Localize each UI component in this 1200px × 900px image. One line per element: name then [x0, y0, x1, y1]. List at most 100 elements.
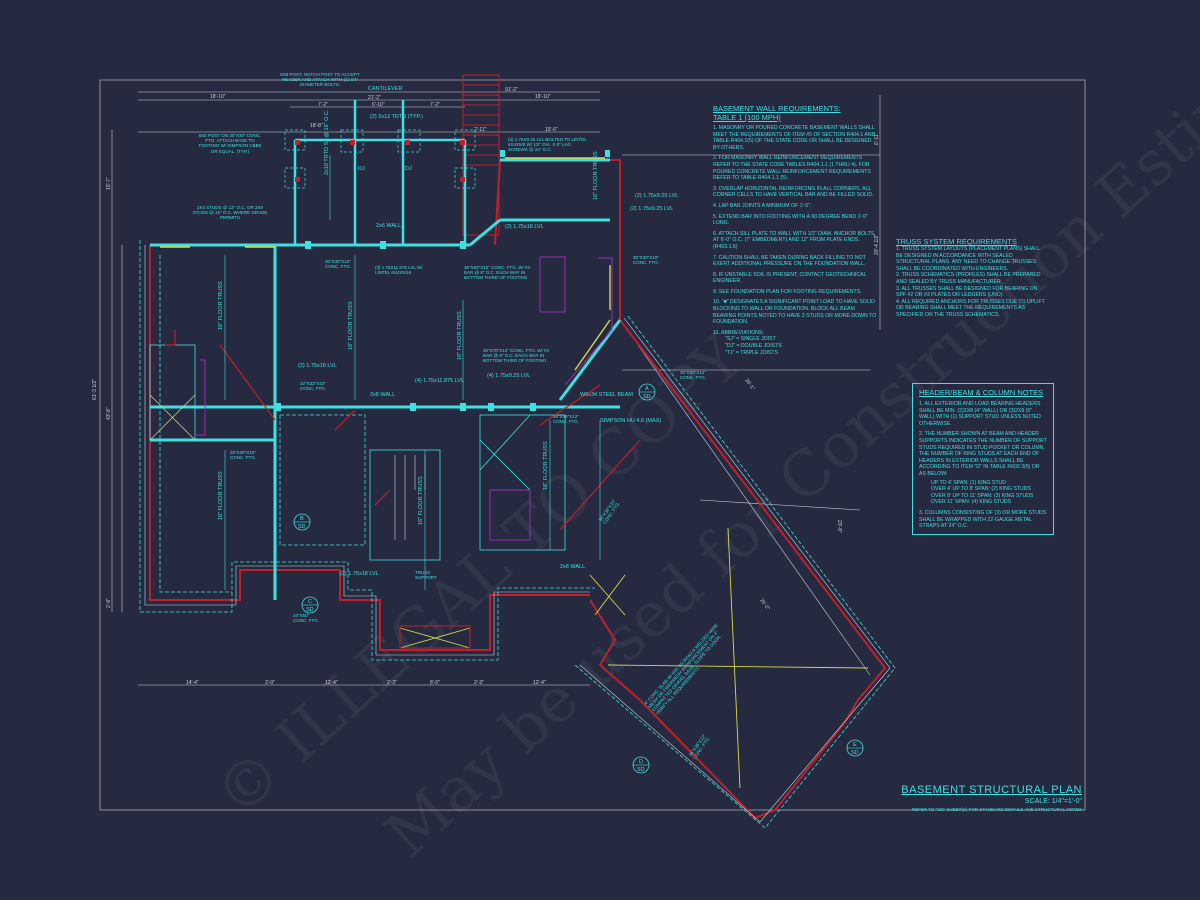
note-bullet: OVER 4' UP TO 8' SPAN: (2) KING STUDS — [931, 486, 1031, 493]
notes-heading: HEADER/BEAM & COLUMN NOTES — [919, 388, 1044, 397]
truss-span-arrows — [224, 155, 601, 590]
note-item: 8. IF UNSTABLE SOIL IS PRESENT, CONTACT … — [713, 271, 867, 285]
dimension-label: 6'-10" — [372, 102, 385, 108]
footing-outlines — [139, 240, 896, 829]
dimension-label: 14'-4" — [186, 680, 199, 686]
headers-yellow — [160, 157, 611, 371]
note-item: 2. TRUSS SCHEMATICS (PROFILES) SHALL BE … — [896, 272, 1041, 285]
dimension-label: 7'-2" — [318, 102, 328, 108]
callout: 24"x50" CONC. FTG. — [293, 613, 319, 623]
callout: (2) 1.75x9.25 LVL — [635, 193, 678, 199]
garage-slab-lines — [399, 527, 869, 789]
dimension-label: 7'-2" — [430, 102, 440, 108]
callout: (3) 1.75x9.25 LVL BOLTED TO LINTEL 6x4x5… — [508, 137, 587, 153]
dimension-label: 15'-6" — [545, 127, 558, 133]
callout: 36"x36"x12" CONC. FTG. — [687, 733, 711, 761]
dimension-label: 20'-4 1/2" — [874, 234, 880, 255]
dimension-label: 2'-3" — [387, 680, 397, 686]
dimension-label: 12'-4" — [325, 680, 338, 686]
callout: (4) 1.75x9.25 LVL — [487, 373, 530, 379]
drawing-title: BASEMENT STRUCTURAL PLAN — [901, 784, 1082, 796]
dimension-label: 2'-3" — [474, 680, 484, 686]
fixtures — [195, 256, 613, 541]
callout: 30"x30"x10" CONC. FTG. — [325, 259, 351, 269]
truss-label: 16" FLOOR TRUSS — [457, 311, 463, 360]
callout: 2x4 STUDS @ 12" O.C. OR 2x6 STUDS @ 16" … — [192, 205, 268, 221]
point-loads — [275, 150, 610, 411]
note-bullet: UP TO 4' SPAN: (1) KING STUD — [931, 479, 1006, 486]
section-sheet: SD — [637, 767, 645, 773]
dimension-label: 12'-4" — [533, 680, 546, 686]
section-sheet: SD — [306, 607, 314, 613]
section-sheet: SD — [298, 524, 306, 530]
joist-tag: DJ — [405, 166, 412, 172]
title-block: BASEMENT STRUCTURAL PLAN SCALE: 1/4"=1'-… — [900, 784, 1082, 812]
section-number: C — [308, 599, 312, 605]
callout: SIMPSON HU 4.6 (MAX) — [600, 418, 661, 424]
note-item: 2. THE NUMBER SHOWN AT BEAM AND HEADER S… — [919, 431, 1047, 477]
callout: (2) 1.75x18 LVL — [505, 224, 544, 230]
note-bullet: OVER 11' SPAN: (4) KING STUDS — [931, 499, 1012, 506]
note-item: 10. "■" DESIGNATES A SIGNIFICANT POINT L… — [713, 299, 877, 326]
callout: 36"x70"x12" CONC. FTG. w/ #4 BAR @ 8" O.… — [483, 348, 550, 363]
posts — [295, 140, 465, 182]
callout: W6x34 STEEL BEAM — [580, 392, 633, 398]
callout: 30"x30"x10" CONC. FTG. — [230, 450, 256, 460]
section-number: A — [645, 386, 649, 392]
callout: (2) 1.75x18 LVL — [298, 363, 337, 369]
exterior-stair — [462, 74, 500, 236]
callout: (4) 1.75x11.875 LVL — [415, 378, 464, 384]
dimension-label: 3'-0" — [265, 680, 275, 686]
section-markers: ASD BSD CSD DSD ESD — [293, 383, 864, 774]
callout: (2) 1.75x18 LVL — [340, 571, 379, 577]
drawing-scale: SCALE: 1/4"=1'-0" — [1024, 798, 1082, 805]
header-beam-column-notes: HEADER/BEAM & COLUMN NOTES 1. ALL EXTERI… — [912, 383, 1054, 535]
dimension-label: 8'-0" — [430, 680, 440, 686]
abbreviation: "DJ" = DOUBLE JOISTS — [725, 343, 782, 350]
section-marker[interactable]: DSD — [632, 756, 650, 774]
notes-heading: BASEMENT WALL REQUIREMENTS: — [713, 104, 841, 113]
truss-label: 18" FLOOR TRUSS — [348, 301, 354, 350]
truss-system-requirements: TRUSS SYSTEM REQUIREMENTS 1. TRUSS SYSTE… — [896, 237, 1046, 319]
note-item: 5. EXTEND BAR INTO FOOTING WITH A 90 DEG… — [713, 213, 868, 227]
callout: 32"x32"x10" CONC. FTG. — [300, 381, 326, 391]
note-item: 1. MASONRY OR POURED CONCRETE BASEMENT W… — [713, 125, 876, 151]
note-item: 1. TRUSS SYSTEM LAYOUTS (PLACEMENT PLANS… — [896, 246, 1040, 272]
callout: TRUSS SUPPORT — [415, 570, 437, 580]
section-marker[interactable]: C SD — [301, 596, 319, 614]
dimension-label: 43'-8" — [106, 407, 112, 420]
callout: 8x8 POST ON 30"x30" CONC. FTG. ATTACH BA… — [198, 133, 262, 154]
dimension-label: 91'-2" — [505, 87, 518, 93]
dimension-label: 18'-10" — [535, 94, 551, 100]
abbreviation: "SJ" = SINGLE JOIST — [725, 336, 776, 343]
truss-label: 16" FLOOR TRUSS — [543, 441, 549, 490]
section-sheet: SD — [851, 750, 859, 756]
callout: 36"x36"x12" CONC. FTG. — [553, 414, 579, 424]
truss-label: 16" FLOOR TRUSS — [593, 151, 599, 200]
section-marker[interactable]: ESD — [846, 739, 864, 757]
callout-labels: 8x8 POST, NOTCH POST TO ACCEPT HEADER AN… — [192, 72, 723, 761]
notes-heading: TRUSS SYSTEM REQUIREMENTS — [896, 237, 1017, 246]
window-well — [399, 625, 471, 649]
dimension-label: 2'-11" — [474, 127, 487, 133]
dimension-label: 23'-8" — [836, 520, 842, 533]
dimension-label: 61'-3 1/2" — [92, 379, 98, 400]
section-marker[interactable]: BSD — [293, 513, 311, 531]
dimension-label: 21'-2" — [368, 95, 381, 101]
section-marker[interactable]: ASD — [638, 383, 656, 401]
callout: 30"x30"x12" CONC. FTG. — [680, 370, 706, 380]
wall-faces — [144, 245, 891, 823]
dimension-label: 6'-11" — [874, 132, 880, 145]
dimension-label: 15'-7" — [106, 177, 112, 190]
notes-subheading: TABLE 1 (100 MPH) — [713, 113, 781, 122]
note-item: 3. OVERLAP HORIZONTAL REINFORCING IN ALL… — [713, 185, 874, 199]
sheet-border — [99, 79, 1086, 811]
note-item: 3. COLUMNS CONSISTING OF (3) OR MORE STU… — [919, 509, 1047, 530]
note-item: 3. ALL TRUSSES SHALL BE DESIGNED FOR BEA… — [896, 285, 1038, 299]
callout: 30"x30"x10" CONC. FTG. — [633, 255, 659, 265]
note-item: 7. CAUTION SHALL BE TAKEN DURING BACK FI… — [713, 254, 866, 268]
callout: 2x6 WALL — [560, 564, 585, 570]
note-bullet: OVER 8' UP TO 11' SPAN: (3) KING STUDS — [931, 492, 1034, 499]
note-item: 9. SEE FOUNDATION PLAN FOR FOOTING REQUI… — [713, 288, 862, 295]
